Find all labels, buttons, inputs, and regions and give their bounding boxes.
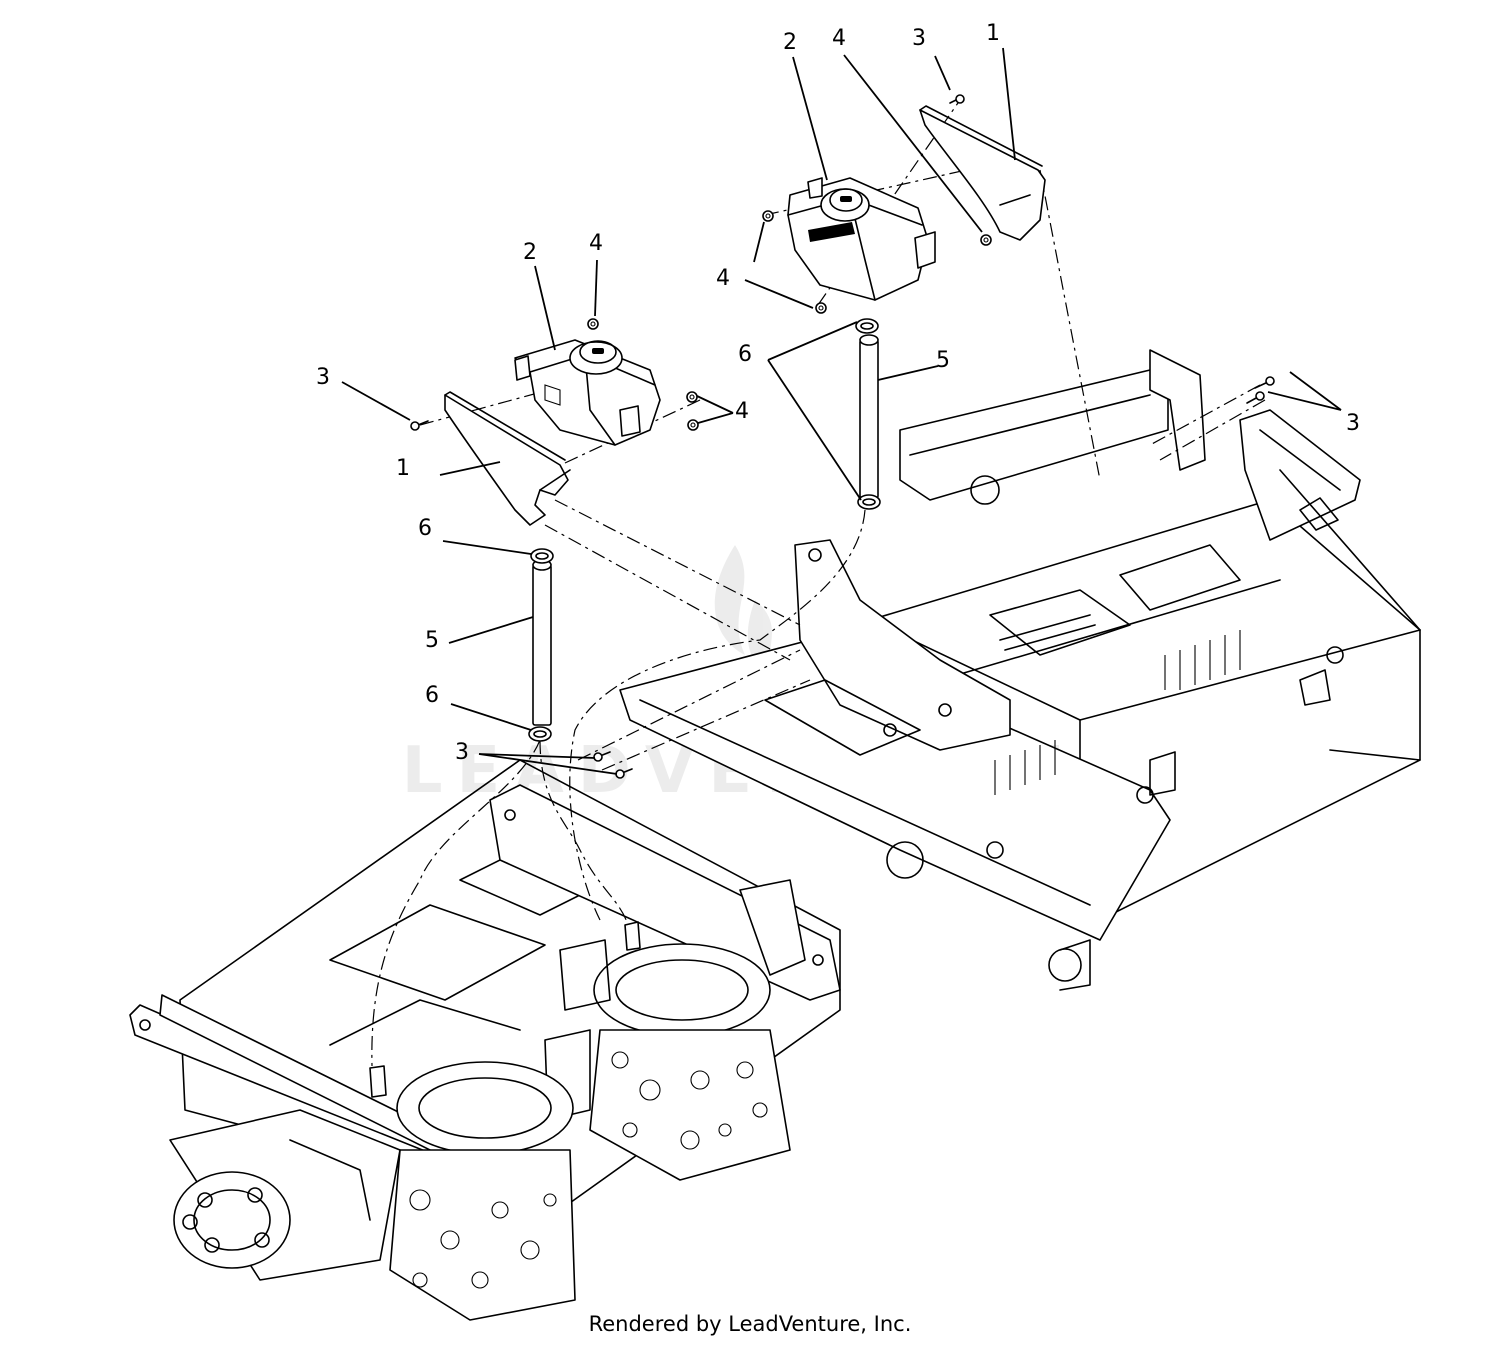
callout-2: 2 [783,30,797,55]
fasteners [410,94,1275,779]
callout-labels: 1 2 3 4 3 4 4 2 1 6 5 6 5 6 3 3 4 [316,21,1360,765]
right-tank-bracket [919,105,1046,241]
callout-1: 1 [396,456,410,481]
callout-3: 3 [455,740,469,765]
main-frame [619,349,1421,991]
callout-6: 6 [738,342,752,367]
callout-4: 4 [735,399,749,424]
left-hose-tube [532,559,552,726]
leader-lines [341,47,1342,775]
callout-3: 3 [316,365,330,390]
callout-2: 2 [523,240,537,265]
right-reservoir-tank [787,177,936,301]
left-reservoir-tank [514,339,661,446]
callout-4: 4 [716,266,730,291]
right-hose-tube [859,334,879,499]
left-tank-bracket [444,391,571,526]
callout-1: 1 [986,21,1000,46]
callout-6: 6 [425,683,439,708]
rear-frame [129,759,841,1321]
callout-3: 3 [1346,411,1360,436]
callout-4: 4 [832,26,846,51]
hose-clamps [528,318,881,742]
callout-5: 5 [936,348,950,373]
callout-4: 4 [589,231,603,256]
callout-5: 5 [425,628,439,653]
callout-6: 6 [418,516,432,541]
footer-credit: Rendered by LeadVenture, Inc. [588,1312,912,1336]
callout-3: 3 [912,26,926,51]
